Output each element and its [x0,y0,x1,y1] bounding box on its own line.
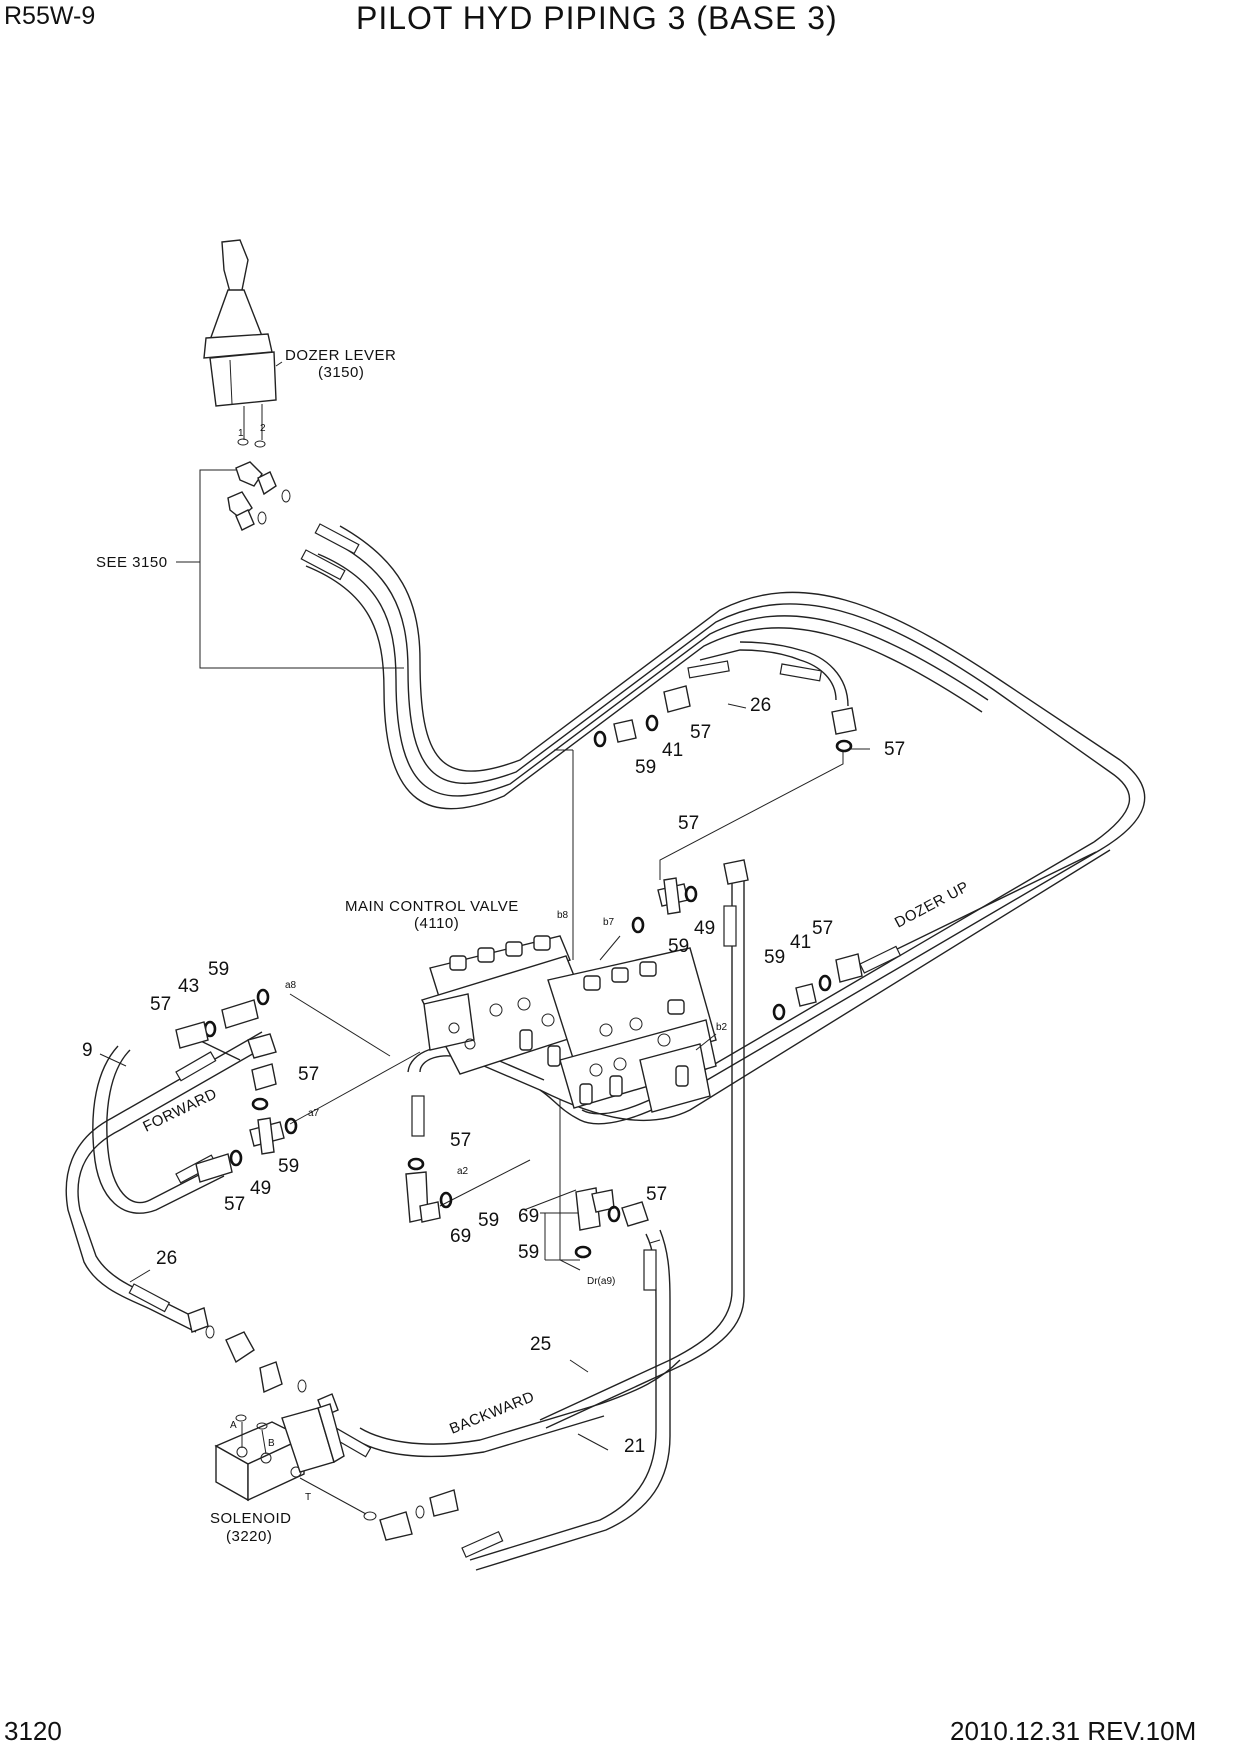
solenoid-valve [214,1403,367,1515]
port-a7: a7 [308,1108,320,1119]
solenoid-port-b: B [268,1438,275,1449]
callout-43: 43 [178,976,199,997]
lever-port-2: 2 [260,423,266,434]
callout-59-f: 59 [478,1210,499,1231]
port-a8: a8 [285,980,297,991]
solenoid-label: SOLENOID [210,1510,292,1527]
callout-21: 21 [624,1436,645,1457]
callout-59-b: 59 [668,936,689,957]
solenoid-ref: (3220) [226,1528,272,1545]
callout-57-b: 57 [884,739,905,760]
dozer-lever-ref: (3150) [318,364,364,381]
callout-numbers: 26 57 41 59 57 57 49 59 59 41 57 59 43 5… [82,695,905,1457]
callout-49-a: 49 [694,918,715,939]
port-dr-a9: Dr(a9) [587,1276,615,1287]
callout-41-b: 41 [790,932,811,953]
fittings [175,685,863,1541]
callout-59-e: 59 [278,1156,299,1177]
dozer-up-label: DOZER UP [892,878,972,931]
callout-9: 9 [82,1040,93,1061]
callout-57-d: 57 [812,918,833,939]
dozer-lever [203,239,283,448]
callout-26-top: 26 [750,695,771,716]
callout-59-a: 59 [635,757,656,778]
port-b7: b7 [603,917,615,928]
callout-26-left: 26 [156,1248,177,1269]
page-number: 3120 [4,1716,62,1746]
callout-57-h: 57 [450,1130,471,1151]
port-a2: a2 [457,1166,469,1177]
lever-port-1: 1 [238,428,244,439]
callout-59-c: 59 [764,947,785,968]
callout-57-a: 57 [690,722,711,743]
solenoid-port-t: T [305,1492,311,1503]
model-number: R55W-9 [4,2,96,30]
callout-69-b: 69 [450,1226,471,1247]
main-control-valve-label: MAIN CONTROL VALVE [345,898,519,915]
callout-57-g: 57 [224,1194,245,1215]
lever-elbow-fittings [227,461,291,531]
dozer-lever-label: DOZER LEVER [285,347,396,364]
callout-57-e: 57 [150,994,171,1015]
callout-41-a: 41 [662,740,683,761]
revision-date: 2010.12.31 REV.10M [950,1716,1197,1746]
callout-49-b: 49 [250,1178,271,1199]
callout-69-a: 69 [518,1206,539,1227]
main-control-valve [420,935,717,1113]
callout-25: 25 [530,1334,551,1355]
page-title: PILOT HYD PIPING 3 (BASE 3) [356,0,838,36]
port-b2: b2 [716,1022,728,1033]
solenoid-port-a: A [230,1420,237,1431]
callout-59-d: 59 [208,959,229,980]
callout-57-f: 57 [298,1064,319,1085]
callout-57-i: 57 [646,1184,667,1205]
hose-hatch-sections [128,523,902,1558]
main-control-valve-ref: (4110) [414,915,459,932]
leader-lines [99,703,870,1451]
see-reference-label: SEE 3150 [96,554,168,571]
forward-label: FORWARD [140,1085,220,1135]
port-b8: b8 [557,910,569,921]
backward-label: BACKWARD [447,1388,537,1438]
callout-59-g: 59 [518,1242,539,1263]
callout-57-c: 57 [678,813,699,834]
